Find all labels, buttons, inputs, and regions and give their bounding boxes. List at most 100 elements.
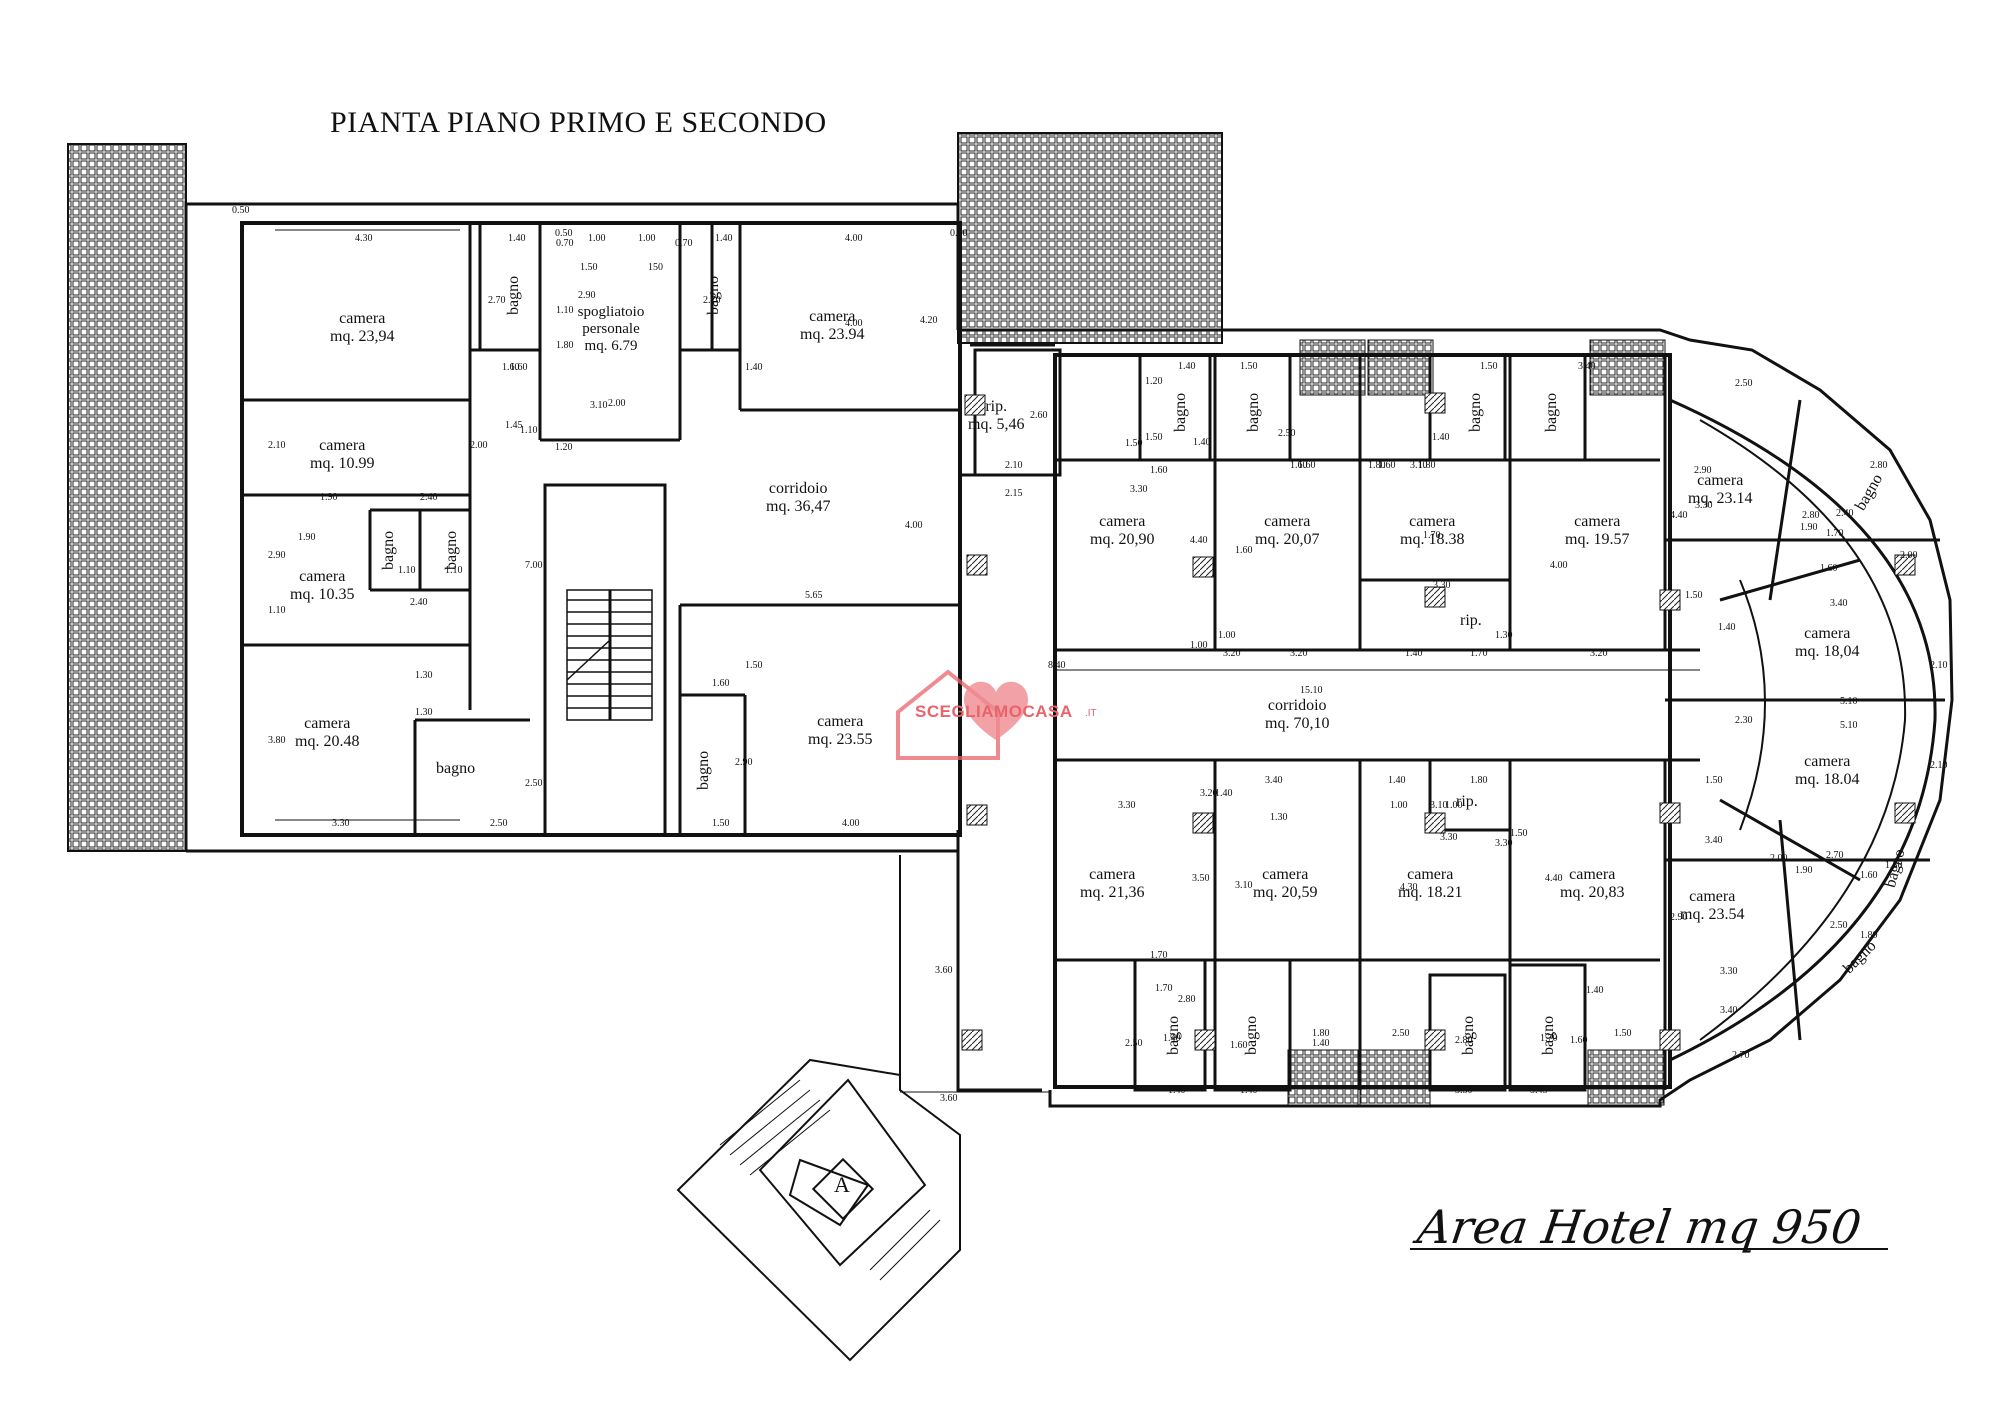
dimension-label: 1.50: [1145, 432, 1163, 443]
dimension-label: 1.40: [1432, 432, 1450, 443]
dimension-label: 15.10: [1300, 685, 1323, 696]
dimension-label: 3.80: [268, 735, 286, 746]
dimension-label: 2.00: [470, 440, 488, 451]
dimension-label: 1.70: [1826, 528, 1844, 539]
dimension-label: 4.00: [845, 318, 863, 329]
dimension-label: 2.70: [703, 295, 721, 306]
dimension-label: 3.60: [940, 1093, 958, 1104]
dimension-label: 4.40: [1545, 873, 1563, 884]
dimension-label: 2.90: [1670, 912, 1688, 923]
dimension-label: 3.10: [1410, 460, 1428, 471]
dimension-label: 1.60: [510, 362, 528, 373]
dimension-label: 1.90: [320, 492, 338, 503]
dimension-label: 2.10: [1930, 760, 1948, 771]
dimension-label: 8.40: [1048, 660, 1066, 671]
dimension-label: 1.00: [1190, 640, 1208, 651]
dimension-label: 3.10: [1430, 800, 1448, 811]
dimension-label: 2.70: [1732, 1050, 1750, 1061]
dimension-label: 5.45: [1530, 1085, 1548, 1096]
dimension-label: 1.40: [1168, 1085, 1186, 1096]
dimension-label: 3.30: [1433, 580, 1451, 591]
dimension-label: 3.20: [1200, 788, 1218, 799]
dimension-label: 2.90: [735, 757, 753, 768]
dimension-label: 4.00: [905, 520, 923, 531]
dimension-label: 4.00: [1550, 560, 1568, 571]
dimension-label: 2.30: [1735, 715, 1753, 726]
dimension-label: 1.40: [1193, 437, 1211, 448]
dimension-label: 1.40: [1388, 775, 1406, 786]
dimension-label: 1.30: [1495, 630, 1513, 641]
dimension-label: 4.40: [1190, 535, 1208, 546]
dimension-label: 2.90: [268, 550, 286, 561]
dimension-label: 1.10: [445, 565, 463, 576]
dimension-label: 2.70: [1826, 850, 1844, 861]
dimension-label: 2.90: [578, 290, 596, 301]
staircase-a: [676, 855, 961, 1362]
bathroom-label: bagno: [695, 750, 712, 790]
dimension-label: 3.20: [1290, 648, 1308, 659]
room-label: rip.: [1456, 793, 1478, 810]
dimension-label: 2.80: [1802, 510, 1820, 521]
dimension-label: 1.10: [520, 425, 538, 436]
dimension-label: 1.30: [415, 707, 433, 718]
heart-icon: [964, 681, 1028, 740]
dimension-label: 1.40: [1718, 622, 1736, 633]
dimension-label: 2.80: [1455, 1035, 1473, 1046]
dimension-label: 1.60: [1230, 1040, 1248, 1051]
dimension-label: 5.10: [1840, 720, 1858, 731]
dimension-label: 1.80: [1368, 460, 1386, 471]
dimension-label: 2.50: [1278, 428, 1296, 439]
planter-5: [1359, 1049, 1431, 1106]
dimension-label: 1.60: [1150, 465, 1168, 476]
dimension-label: 1.40: [508, 233, 526, 244]
dimension-label: 1.20: [555, 442, 573, 453]
dimension-label: 7.00: [525, 560, 543, 571]
dimension-label: 1.60: [712, 678, 730, 689]
dimension-label: 1.50: [1614, 1028, 1632, 1039]
stairwell: [566, 589, 653, 721]
dimension-label: 2.15: [1005, 488, 1023, 499]
dimension-label: 0.50: [232, 205, 250, 216]
dimension-label: 1.60: [1820, 563, 1838, 574]
dimension-label: 1.70: [1423, 530, 1441, 541]
dimension-label: 1.80: [1470, 775, 1488, 786]
dimension-label: 3.40: [1265, 775, 1283, 786]
dimension-label: 1.70: [1470, 648, 1488, 659]
dimension-label: 1.40: [715, 233, 733, 244]
dimension-label: 1.45: [505, 420, 523, 431]
dimension-label: 4.40: [1670, 510, 1688, 521]
dimension-label: 4.00: [842, 818, 860, 829]
planter-6: [1587, 1049, 1665, 1106]
dimension-label: 2.10: [268, 440, 286, 451]
bathroom-label: bagno: [1543, 392, 1560, 432]
dimension-label: 1.00: [588, 233, 606, 244]
dimension-label: 3.50: [1192, 873, 1210, 884]
dimension-label: 2.50: [1735, 378, 1753, 389]
dimension-label: 1.50: [1240, 361, 1258, 372]
dimension-label: 2.50: [490, 818, 508, 829]
dimension-label: 2.40: [410, 597, 428, 608]
dimension-label: 2.50: [1830, 920, 1848, 931]
dimension-label: 1.50: [580, 262, 598, 273]
dimension-label: 1.00: [1218, 630, 1236, 641]
dimension-label: 2.00: [608, 398, 626, 409]
dimension-label: 2.80: [1178, 994, 1196, 1005]
dimension-label: 1.80: [556, 340, 574, 351]
dimension-label: 1.80: [1860, 930, 1878, 941]
dimension-label: 4.20: [920, 315, 938, 326]
dimension-label: 2.50: [1392, 1028, 1410, 1039]
dimension-label: 2.50: [1125, 1038, 1143, 1049]
planter-4: [1287, 1049, 1359, 1106]
dimension-label: 1.30: [1270, 812, 1288, 823]
dimension-label: 2.60: [1030, 410, 1048, 421]
